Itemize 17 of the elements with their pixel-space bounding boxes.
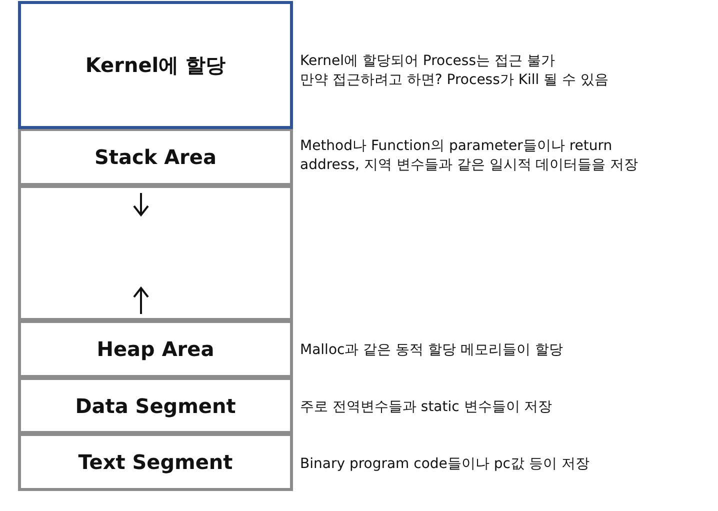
segment-label: Stack Area: [94, 145, 216, 169]
segment-description: Binary program code들이나 pc값 등이 저장: [300, 455, 590, 474]
segment-description: Method나 Function의 parameter들이나 return address, 지역 변수들과 같은 일시적 데이터들을 저장: [300, 137, 640, 175]
memory-segment: [18, 433, 293, 491]
segment-label: Text Segment: [78, 450, 233, 474]
segment-description: 만약 접근하려고 하면? Process가 Kill 될 수 있음: [300, 71, 610, 90]
segment-label: Data Segment: [75, 394, 236, 418]
segment-description: Malloc과 같은 동적 할당 메모리들이 할당: [300, 341, 564, 360]
memory-segment: [18, 377, 293, 434]
memory-segment: [18, 320, 293, 378]
segment-label: Kernel에 할당: [85, 52, 226, 78]
memory-segment: [18, 185, 293, 321]
segment-description: Kernel에 할당되어 Process는 접근 불가: [300, 52, 556, 71]
memory-segment: [18, 128, 293, 186]
segment-label: Heap Area: [96, 337, 214, 361]
segment-description: 주로 전역변수들과 static 변수들이 저장: [300, 398, 554, 417]
memory-segment: [18, 1, 293, 129]
